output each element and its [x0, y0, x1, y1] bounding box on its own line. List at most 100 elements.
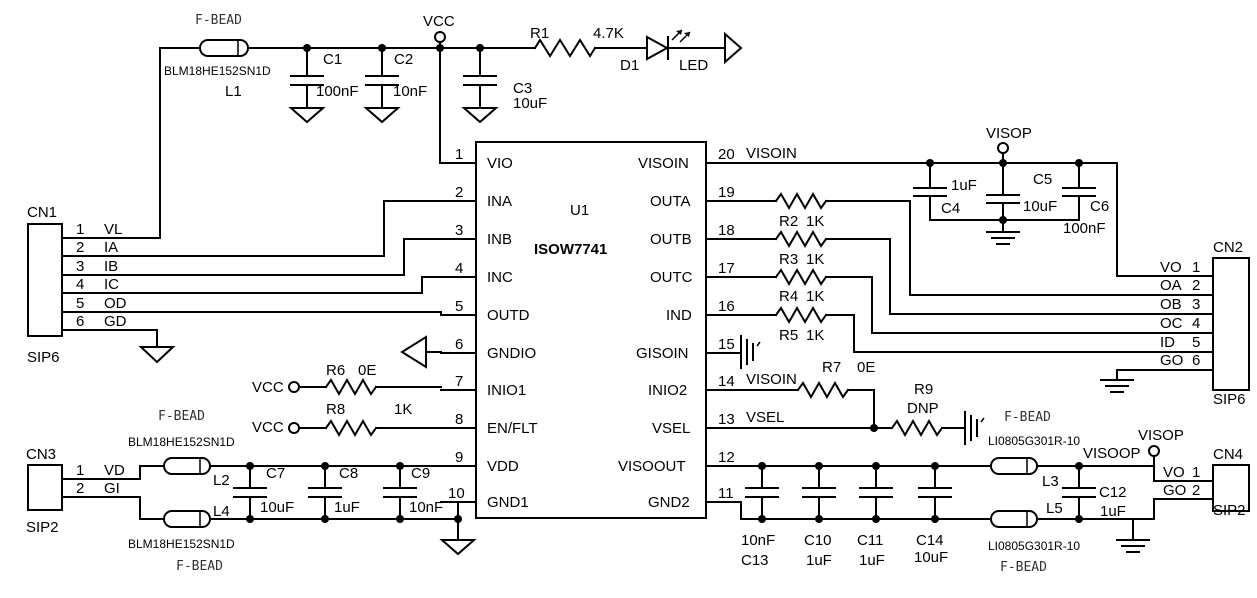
svg-text:GO: GO: [1163, 482, 1186, 499]
cap-ref: C3: [513, 80, 532, 97]
cap-ref: C9: [411, 465, 430, 482]
svg-text:17: 17: [718, 260, 735, 277]
resistor-value: 1K: [806, 251, 824, 268]
svg-text:5: 5: [1192, 334, 1200, 351]
svg-text:2: 2: [76, 239, 84, 256]
ground-icon: [986, 231, 1020, 245]
svg-text:2: 2: [1192, 277, 1200, 294]
ic-u1: U1 ISOW7741: [475, 141, 707, 519]
resistor-r2: R2 1K: [740, 191, 1214, 296]
svg-text:GND2: GND2: [648, 494, 690, 511]
svg-text:INA: INA: [487, 193, 512, 210]
cap-ref: C2: [394, 51, 413, 68]
svg-text:4: 4: [455, 260, 463, 277]
svg-text:1: 1: [1192, 464, 1200, 481]
ic-ref: U1: [570, 202, 589, 219]
ground-icon: [1100, 379, 1134, 393]
vcc-label: VCC: [252, 419, 284, 436]
net-label: VSEL: [746, 409, 784, 426]
vsel-ground-icon: [964, 411, 985, 445]
resistor-ref: R1: [530, 25, 549, 42]
cap-value: 10uF: [914, 549, 948, 566]
bead-l3: F-BEAD LI0805G301R-10 L3: [988, 410, 1080, 490]
net-label: VISOIN: [746, 371, 797, 388]
cap-ref: C7: [266, 465, 285, 482]
resistor-r9: VSEL R9 DNP: [740, 381, 966, 438]
connector-type: SIP6: [27, 349, 60, 366]
vcc-label: VCC: [423, 13, 455, 30]
bead-part: BLM18HE152SN1D: [128, 435, 235, 449]
resistor-ref: R9: [914, 381, 933, 398]
svg-text:1: 1: [1192, 259, 1200, 276]
cap-c12: C12 1uF: [1062, 462, 1127, 523]
svg-text:GNDIO: GNDIO: [487, 345, 536, 362]
svg-text:5: 5: [76, 295, 84, 312]
connector-type: SIP2: [26, 519, 59, 536]
cap-value: 1uF: [859, 552, 885, 569]
svg-text:VO: VO: [1163, 464, 1185, 481]
cap-value: 100nF: [316, 83, 359, 100]
svg-text:12: 12: [718, 449, 735, 466]
cap-ref: C11: [857, 532, 883, 549]
bead-l4: L4 BLM18HE152SN1D F-BEAD: [128, 503, 235, 574]
svg-text:15: 15: [718, 336, 735, 353]
vcc-top-net: VCC: [159, 13, 536, 164]
svg-text:INB: INB: [487, 231, 512, 248]
svg-text:VISOOUT: VISOOUT: [618, 458, 686, 475]
resistor-ref: R4: [779, 288, 798, 305]
resistor-value: 1K: [806, 288, 824, 305]
net-label: VISOIN: [746, 145, 797, 162]
svg-text:VIO: VIO: [487, 155, 513, 172]
svg-text:VD: VD: [104, 462, 125, 479]
svg-text:IB: IB: [104, 258, 118, 275]
cap-ref: C12: [1099, 484, 1127, 501]
connector-pin: ID 5: [1160, 334, 1200, 351]
cap-value: 100nF: [1063, 220, 1106, 237]
cap-c14: C14 10uF: [914, 462, 952, 566]
connector-ref: CN3: [26, 446, 56, 463]
cap-ref: C8: [339, 465, 358, 482]
cap-c7: C7 10uF: [233, 462, 294, 523]
cap-c2: C2 10nF: [363, 47, 427, 124]
cap-value: 1uF: [806, 552, 832, 569]
bead-kind: F-BEAD: [195, 13, 242, 28]
svg-text:GO: GO: [1160, 352, 1183, 369]
bead-ref: L4: [213, 503, 230, 520]
connector-ref: CN2: [1213, 239, 1243, 256]
resistor-r1: R1 4.7K: [530, 25, 646, 58]
svg-text:1: 1: [76, 221, 84, 238]
svg-text:3: 3: [455, 222, 463, 239]
resistor-ref: R2: [779, 213, 798, 230]
svg-text:VISOIN: VISOIN: [638, 155, 689, 172]
svg-text:20: 20: [718, 146, 735, 163]
svg-text:7: 7: [455, 373, 463, 390]
svg-text:ID: ID: [1160, 334, 1175, 351]
svg-text:16: 16: [718, 298, 735, 315]
svg-text:VDD: VDD: [487, 458, 519, 475]
svg-text:4: 4: [76, 276, 84, 293]
resistor-value: DNP: [907, 400, 939, 417]
resistor-ref: R5: [779, 327, 798, 344]
